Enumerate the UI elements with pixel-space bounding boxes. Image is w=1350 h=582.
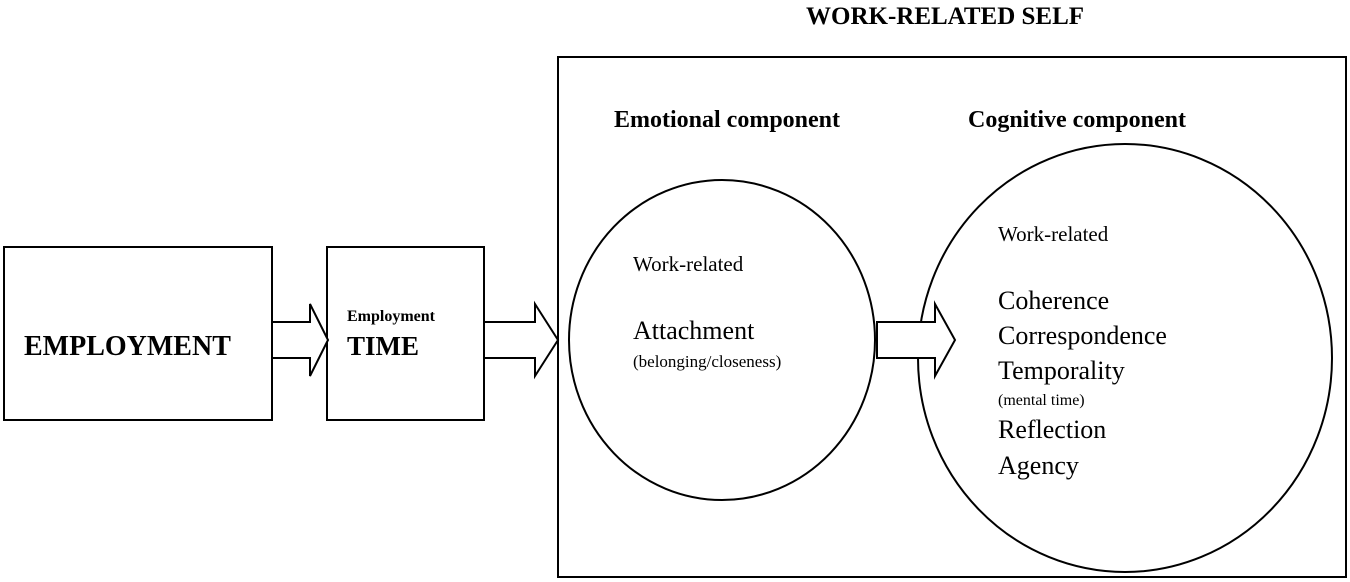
cognitive-temporality-note: (mental time) (998, 392, 1085, 409)
arrow-emotional-to-cognitive (876, 300, 957, 380)
cognitive-circle (917, 143, 1333, 573)
emotional-sub: (belonging/closeness) (633, 352, 782, 371)
emotional-circle (568, 179, 876, 501)
employment-time-small-label: Employment (347, 308, 435, 325)
cognitive-item-correspondence: Correspondence (998, 321, 1167, 350)
arrow-time-to-emotional (483, 300, 560, 380)
cognitive-item-coherence: Coherence (998, 286, 1110, 315)
cognitive-item-temporality: Temporality (998, 356, 1125, 385)
cognitive-item-reflection: Reflection (998, 415, 1107, 444)
cognitive-item-agency: Agency (998, 451, 1079, 480)
cognitive-prefix: Work-related (998, 222, 1109, 246)
emotional-heading: Emotional component (614, 107, 841, 133)
employment-time-large-label: TIME (347, 331, 420, 361)
arrow-employment-to-time (271, 303, 330, 377)
employment-label: EMPLOYMENT (24, 331, 231, 362)
diagram-title: WORK-RELATED SELF (806, 3, 1085, 30)
work-related-self-box (557, 56, 1347, 578)
emotional-main: Attachment (633, 316, 755, 345)
emotional-prefix: Work-related (633, 252, 744, 276)
cognitive-heading: Cognitive component (968, 107, 1186, 133)
